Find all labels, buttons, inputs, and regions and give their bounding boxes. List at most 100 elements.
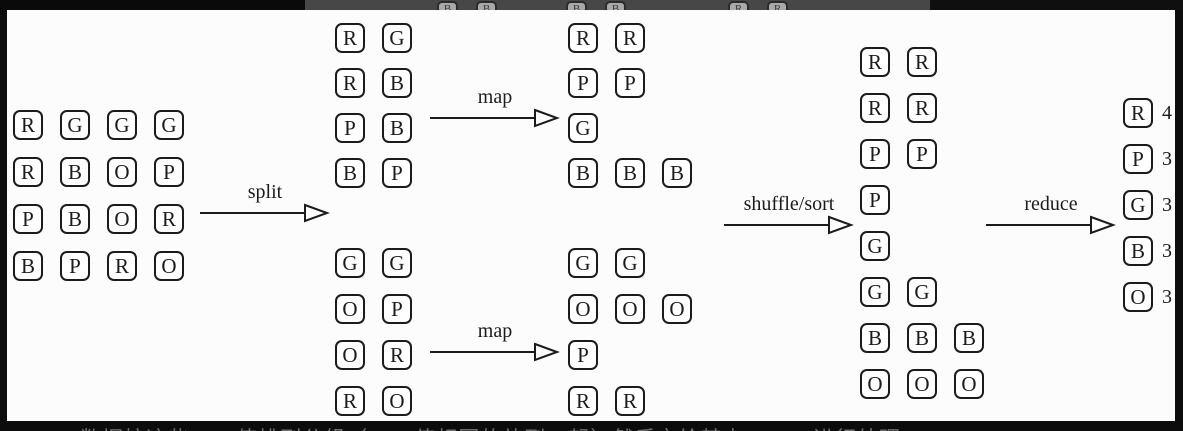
letter-box: R xyxy=(615,386,645,416)
letter-box: R xyxy=(1123,98,1153,128)
letter-box: O xyxy=(335,294,365,324)
letter-box: B xyxy=(60,204,90,234)
letter-box: P xyxy=(154,157,184,187)
shuffle-sort-arrow-label: shuffle/sort xyxy=(743,193,835,215)
letter-box: G xyxy=(860,277,890,307)
map-arrow-bottom-label: map xyxy=(477,320,513,342)
letter-box: O xyxy=(382,386,412,416)
letter-box: P xyxy=(568,68,598,98)
letter-box: B xyxy=(568,158,598,188)
letter-box: R xyxy=(860,47,890,77)
letter-box: R xyxy=(568,386,598,416)
split-arrow-label: split xyxy=(247,181,283,203)
letter-box: P xyxy=(382,294,412,324)
clipped-letter-box-fragment: B xyxy=(566,1,587,10)
subtitle-text: 数据按这些KEY值排列分组（KEY值相同的放到一起）然后交给其中Reduce进行… xyxy=(80,423,901,431)
letter-box: R xyxy=(13,157,43,187)
box-row: G xyxy=(860,231,984,261)
letter-box: P xyxy=(60,251,90,281)
letter-box: O xyxy=(107,157,137,187)
reduce-count: 3 xyxy=(1162,147,1172,170)
box-row: G xyxy=(568,113,692,143)
letter-box: R xyxy=(907,93,937,123)
letter-box: R xyxy=(107,251,137,281)
clipped-letter-box-fragment: B xyxy=(605,1,626,10)
letter-box: P xyxy=(860,139,890,169)
letter-box: B xyxy=(954,323,984,353)
right-arrow-icon xyxy=(430,342,560,362)
letter-box: G xyxy=(335,248,365,278)
letter-box: G xyxy=(382,248,412,278)
letter-box: R xyxy=(860,93,890,123)
letter-box: G xyxy=(860,231,890,261)
letter-box: B xyxy=(662,158,692,188)
letter-box: B xyxy=(60,157,90,187)
letter-box: O xyxy=(907,369,937,399)
letter-box: O xyxy=(860,369,890,399)
letter-box: R xyxy=(335,386,365,416)
right-arrow-icon xyxy=(986,215,1116,235)
reduce-count: 3 xyxy=(1162,239,1172,262)
reduce-arrow-label: reduce xyxy=(1024,193,1078,215)
top-bar-left-segment xyxy=(0,0,305,10)
letter-box: P xyxy=(860,185,890,215)
letter-box: G xyxy=(568,248,598,278)
letter-box: B xyxy=(335,158,365,188)
subtitle-bar: 数据按这些KEY值排列分组（KEY值相同的放到一起）然后交给其中Reduce进行… xyxy=(0,421,1183,431)
letter-box: P xyxy=(615,68,645,98)
top-bar-right-segment xyxy=(930,0,1183,10)
letter-box: O xyxy=(154,251,184,281)
box-row: P xyxy=(568,340,692,370)
letter-box: R xyxy=(907,47,937,77)
letter-box: G xyxy=(1123,190,1153,220)
letter-box: P xyxy=(335,113,365,143)
right-arrow-icon xyxy=(430,108,560,128)
map-arrow-top: map xyxy=(430,86,560,128)
letter-box: P xyxy=(13,204,43,234)
letter-box: G xyxy=(60,110,90,140)
split-arrow: split xyxy=(200,181,330,223)
letter-box: G xyxy=(154,110,184,140)
box-row: P xyxy=(860,185,984,215)
letter-box: O xyxy=(954,369,984,399)
letter-box: B xyxy=(615,158,645,188)
letter-box: P xyxy=(568,340,598,370)
shuffle-sort-arrow: shuffle/sort xyxy=(724,193,854,235)
letter-box: O xyxy=(615,294,645,324)
letter-box: B xyxy=(1123,236,1153,266)
letter-box: P xyxy=(907,139,937,169)
letter-box: R xyxy=(335,68,365,98)
letter-box: B xyxy=(382,68,412,98)
letter-box: R xyxy=(615,23,645,53)
map-arrow-top-label: map xyxy=(477,86,513,108)
letter-box: B xyxy=(860,323,890,353)
